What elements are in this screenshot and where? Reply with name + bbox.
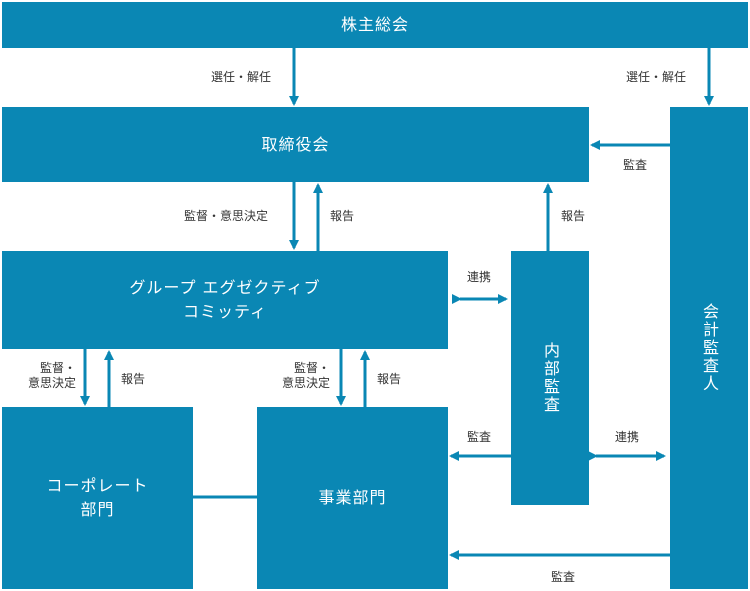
- executive-committee-label: グループ エグゼクティブ コミッティ: [129, 278, 321, 321]
- internal-audit-label: 内部監査: [541, 342, 560, 414]
- board-of-directors-label: 取締役会: [261, 134, 330, 154]
- accounting-auditor-box: 会計監査人: [670, 107, 748, 589]
- internal-auditor-liaison-label: 連携: [615, 430, 640, 444]
- elect-label-right: 選任・解任: [626, 70, 687, 84]
- shareholders-meeting-label: 株主総会: [340, 15, 409, 34]
- exec-supervise-corp-label: 監督・ 意思決定: [27, 361, 76, 390]
- internal-audit-biz-label: 監査: [467, 430, 492, 444]
- accounting-auditor-label: 会計監査人: [700, 303, 719, 393]
- shareholders-meeting-box: 株主総会: [2, 2, 748, 48]
- exec-supervise-biz-label: 監督・ 意思決定: [281, 361, 330, 390]
- board-of-directors-box: 取締役会: [2, 107, 589, 182]
- exec-report-label: 報告: [330, 209, 355, 223]
- auditor-audit-board-label: 監査: [623, 158, 648, 172]
- corp-report-label: 報告: [121, 372, 146, 386]
- corporate-division-box: コーポレート 部門: [2, 407, 193, 589]
- elect-label-left: 選任・解任: [211, 70, 272, 84]
- auditor-audit-biz-label: 監査: [551, 570, 576, 584]
- business-division-label: 事業部門: [318, 488, 387, 507]
- internal-report-label: 報告: [561, 209, 586, 223]
- business-division-box: 事業部門: [257, 407, 448, 589]
- corporate-division-label: コーポレート 部門: [46, 476, 149, 519]
- executive-committee-box: グループ エグゼクティブ コミッティ: [2, 251, 448, 349]
- biz-report-label: 報告: [377, 372, 402, 386]
- internal-audit-box: 内部監査: [511, 251, 589, 505]
- board-supervise-label: 監督・意思決定: [184, 209, 269, 223]
- exec-internal-liaison-label: 連携: [467, 270, 492, 284]
